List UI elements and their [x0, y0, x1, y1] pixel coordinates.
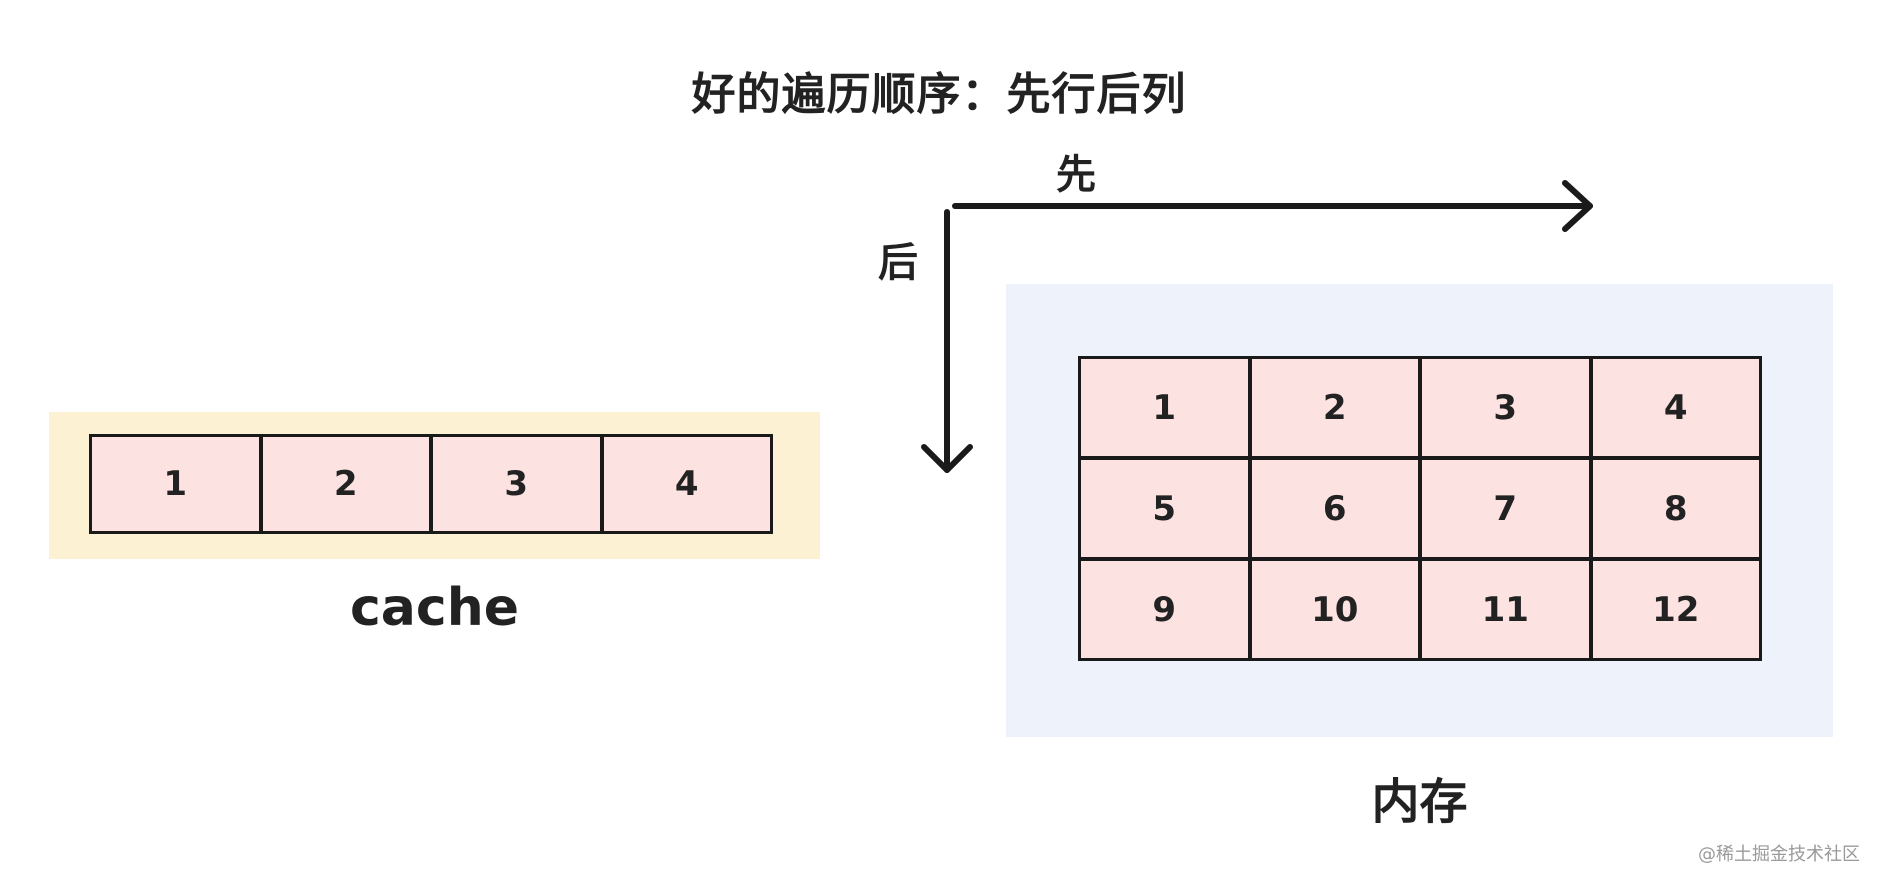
cache-cell: 1 — [92, 437, 259, 531]
memory-grid: 1 2 3 4 5 6 7 8 9 10 11 12 — [1078, 356, 1762, 661]
diagram-title: 好的遍历顺序：先行后列 — [691, 69, 1187, 120]
axis-label-first: 先 — [1056, 152, 1096, 198]
memory-cell: 9 — [1081, 561, 1248, 658]
memory-cell: 12 — [1592, 561, 1759, 658]
cache-cell: 3 — [433, 437, 600, 531]
memory-cell: 4 — [1592, 359, 1759, 456]
memory-label: 内存 — [1371, 774, 1468, 830]
memory-cell: 5 — [1081, 460, 1248, 557]
memory-cell: 8 — [1592, 460, 1759, 557]
memory-cell: 7 — [1422, 460, 1589, 557]
cache-label: cache — [349, 578, 520, 638]
cache-cell: 2 — [262, 437, 429, 531]
watermark: @稀土掘金技术社区 — [1698, 844, 1860, 865]
memory-cell: 1 — [1081, 359, 1248, 456]
horizontal-arrow — [952, 180, 1593, 232]
cache-row: 1 2 3 4 — [89, 434, 773, 534]
cache-cell: 4 — [603, 437, 770, 531]
memory-cell: 6 — [1251, 460, 1418, 557]
memory-cell: 2 — [1251, 359, 1418, 456]
memory-cell: 10 — [1251, 561, 1418, 658]
memory-cell: 3 — [1422, 359, 1589, 456]
axis-label-later: 后 — [878, 240, 918, 286]
vertical-arrow — [921, 209, 973, 473]
memory-cell: 11 — [1422, 561, 1589, 658]
